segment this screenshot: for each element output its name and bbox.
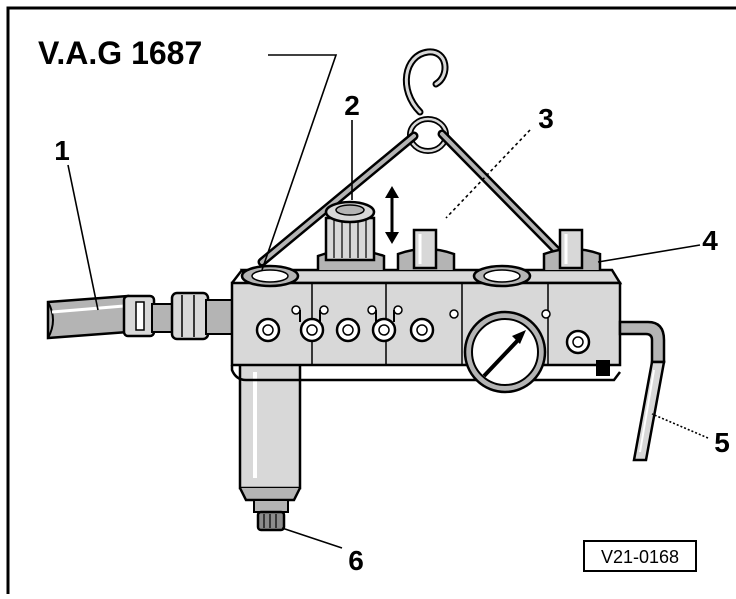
pressure-regulator-knob xyxy=(316,200,386,270)
callout-leaders xyxy=(67,54,709,549)
top-port-middle xyxy=(472,264,532,288)
water-separator-bowl xyxy=(238,360,302,532)
shut-off-valve xyxy=(396,228,456,270)
leader-tool-label xyxy=(261,54,338,271)
callout-5: 5 xyxy=(714,427,730,458)
reference-code: V21-0168 xyxy=(601,547,679,567)
tool-label: V.A.G 1687 xyxy=(38,35,202,71)
callout-labels: V.A.G 1687 1 2 3 4 5 6 xyxy=(38,35,730,576)
hanging-hook xyxy=(257,48,573,267)
front-fittings xyxy=(255,305,591,355)
quick-coupling xyxy=(122,291,233,341)
adjustment-arrow-icon xyxy=(385,186,399,244)
pressure-gauge xyxy=(463,310,547,394)
leader-3 xyxy=(445,129,531,219)
leader-6 xyxy=(281,527,343,549)
callout-4: 4 xyxy=(702,225,718,256)
air-hose xyxy=(46,294,130,340)
outlet-hose xyxy=(618,320,666,462)
outlet-valve xyxy=(542,228,602,270)
reference-code-box: V21-0168 xyxy=(583,540,697,572)
callout-1: 1 xyxy=(54,135,70,166)
leader-5 xyxy=(651,413,709,439)
top-port-left xyxy=(240,264,300,288)
leader-4 xyxy=(597,244,701,263)
figure-frame xyxy=(6,6,736,599)
callout-2: 2 xyxy=(344,90,360,121)
leader-1 xyxy=(67,164,99,311)
callout-3: 3 xyxy=(538,103,554,134)
callout-6: 6 xyxy=(348,545,364,576)
